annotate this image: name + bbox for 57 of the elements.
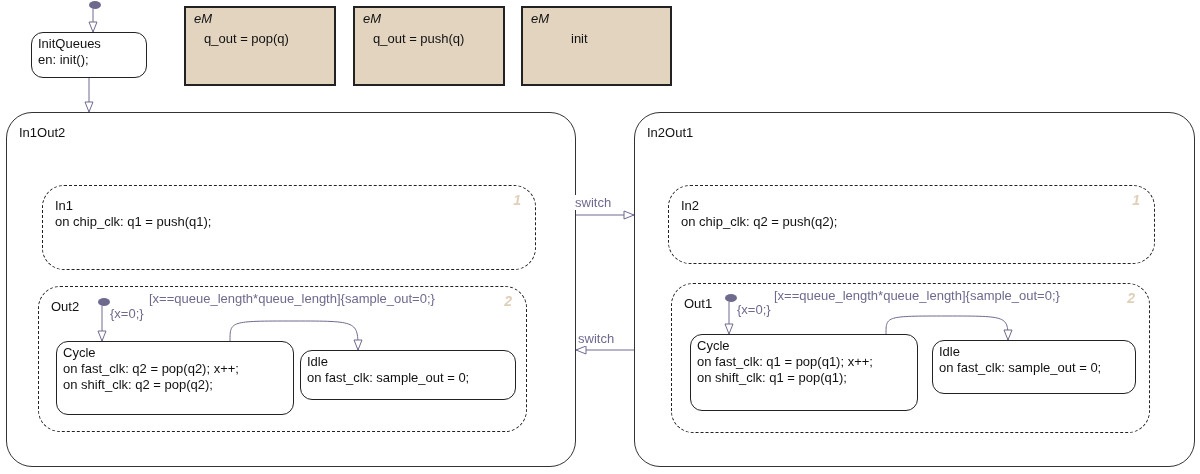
execution-order-number: 2 <box>1127 290 1135 306</box>
state-action: on shift_clk: q1 = pop(q1); <box>697 370 847 386</box>
default-transition-dot <box>725 294 737 302</box>
function-type-label: eM <box>194 11 213 27</box>
state-action: on fast_clk: sample_out = 0; <box>307 370 470 386</box>
state-action: on chip_clk: q1 = push(q1); <box>55 214 212 230</box>
state-name: InitQueues <box>38 36 101 52</box>
state-action: on fast_clk: q1 = pop(q1); x++; <box>697 354 873 370</box>
transition-arrow <box>724 301 734 335</box>
state-box <box>932 340 1136 394</box>
state-name: In2 <box>681 198 700 214</box>
state-name: Cycle <box>63 345 96 361</box>
state-action: q_out = pop(q) <box>203 31 289 47</box>
state-name: Idle <box>939 344 960 360</box>
parallel-state-box <box>668 185 1155 264</box>
state-box <box>300 350 516 400</box>
transition-label: [x==queue_length*queue_length]{sample_out=0;} <box>773 288 1061 303</box>
function-type-label: eM <box>363 11 382 27</box>
function-box <box>184 6 336 86</box>
state-box <box>56 341 294 415</box>
transition-arrow <box>84 77 94 113</box>
state-name: Out2 <box>51 299 80 315</box>
state-action: on chip_clk: q2 = push(q2); <box>681 214 838 230</box>
state-box <box>690 334 918 411</box>
state-action: q_out = push(q) <box>372 31 465 47</box>
function-box <box>521 6 672 86</box>
transition-arrow <box>885 315 1013 341</box>
state-action: on fast_clk: q2 = pop(q2); x++; <box>63 361 239 377</box>
state-box <box>31 32 147 78</box>
transition-label: switch <box>574 195 613 210</box>
default-transition-dot <box>89 1 101 9</box>
transition-arrow <box>575 345 635 355</box>
transition-label: {x=0;} <box>109 306 145 321</box>
state-name: Cycle <box>697 338 730 354</box>
transition-arrow <box>575 210 635 220</box>
transition-arrow <box>97 305 107 342</box>
execution-order-number: 1 <box>1132 192 1140 208</box>
state-action: on shift_clk: q2 = pop(q2); <box>63 377 213 393</box>
state-name: Idle <box>307 354 328 370</box>
transition-arrow <box>229 320 363 351</box>
transition-arrow <box>88 8 98 33</box>
function-box <box>353 6 505 86</box>
state-name: In2Out1 <box>647 125 694 141</box>
state-name: In1 <box>55 198 74 214</box>
execution-order-number: 1 <box>513 192 521 208</box>
transition-label: switch <box>577 331 616 346</box>
transition-label: {x=0;} <box>736 302 772 317</box>
state-name: In1Out2 <box>19 125 66 141</box>
function-type-label: eM <box>531 11 550 27</box>
transition-label: [x==queue_length*queue_length]{sample_out=0;} <box>148 291 436 306</box>
execution-order-number: 2 <box>504 293 512 309</box>
default-transition-dot <box>98 298 110 306</box>
parallel-state-box <box>42 185 536 270</box>
state-action: init <box>570 31 588 47</box>
state-action: on fast_clk: sample_out = 0; <box>939 360 1102 376</box>
state-action: en: init(); <box>38 52 89 68</box>
state-name: Out1 <box>684 296 713 312</box>
